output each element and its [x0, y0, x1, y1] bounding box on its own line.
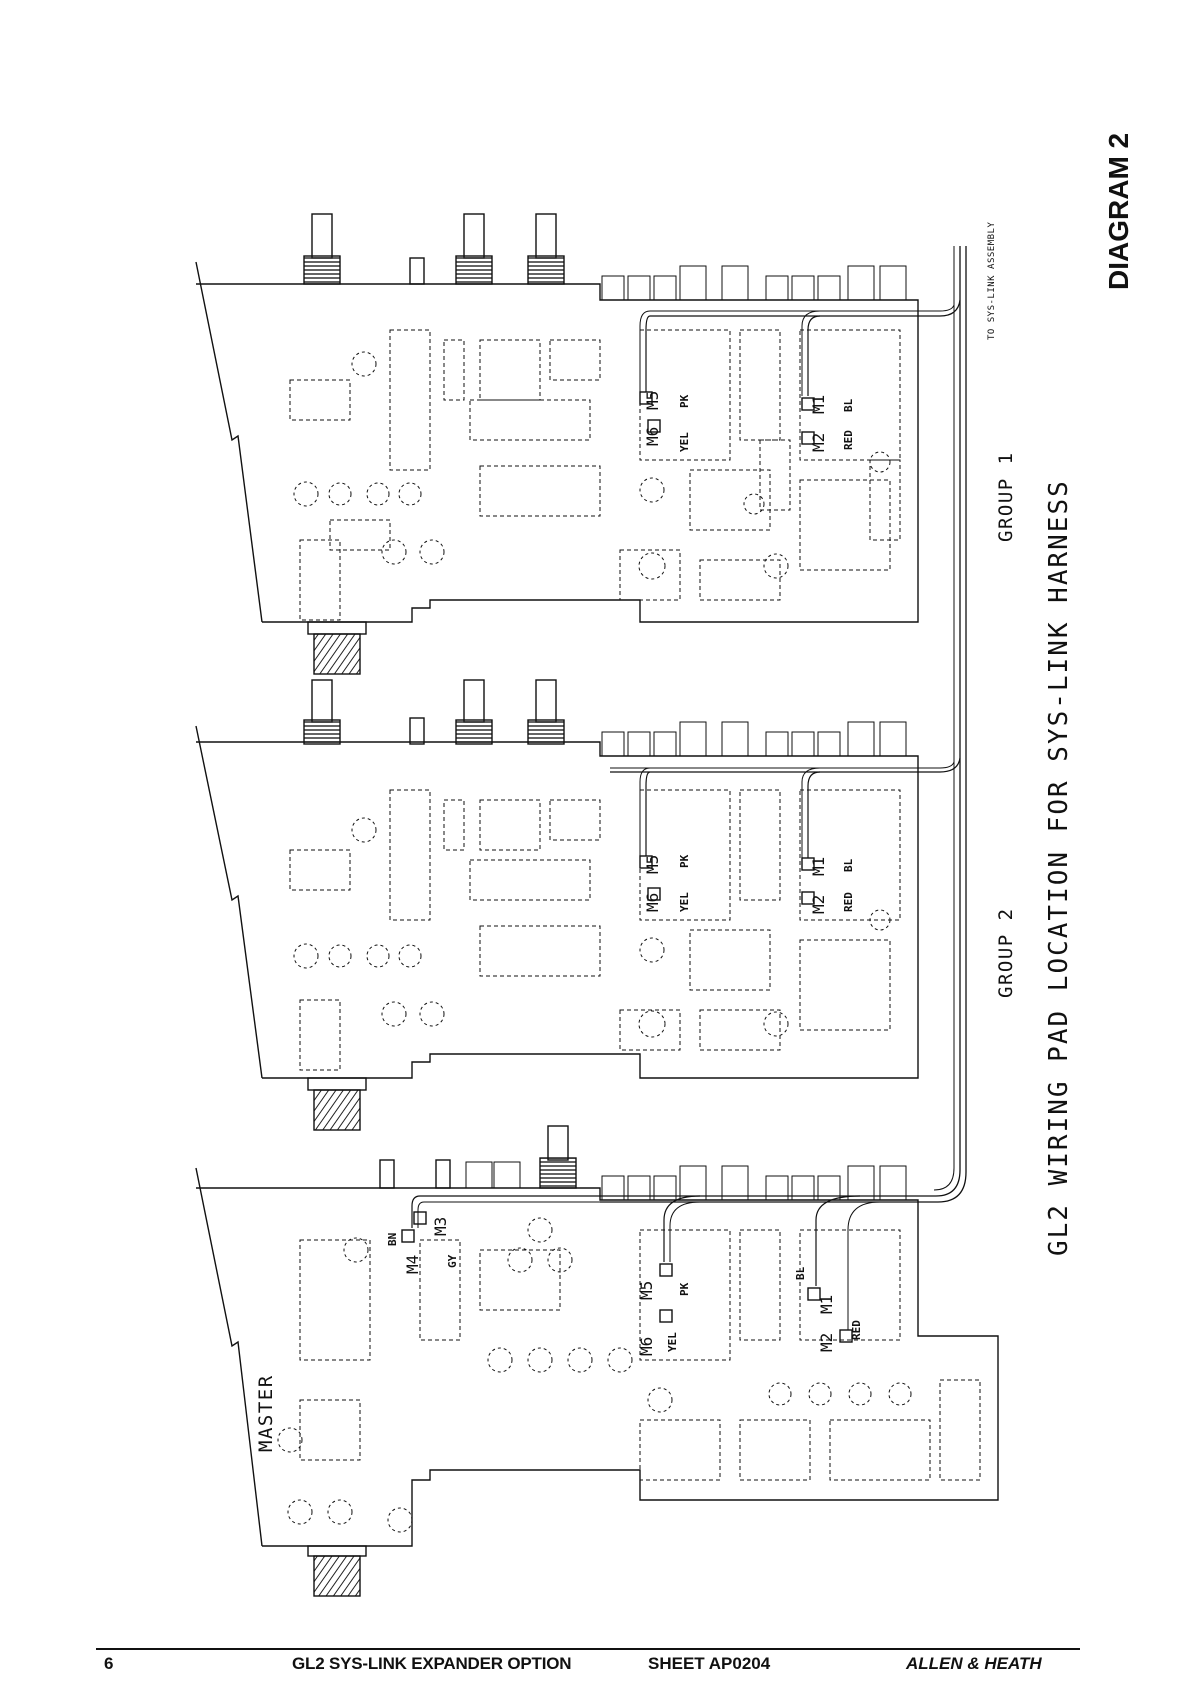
group2-pad-m2: M2: [809, 895, 828, 914]
group1-pad-m5: M5: [643, 391, 662, 410]
doc-title: GL2 SYS-LINK EXPANDER OPTION: [292, 1654, 571, 1674]
group2-pad-m6: M6: [643, 893, 662, 912]
master-jack: [314, 1556, 360, 1596]
master-wire-pk: PK: [678, 1282, 691, 1296]
group1-pad-m2: M2: [809, 433, 828, 452]
group1-wire-yel: YEL: [678, 432, 691, 452]
diagram-title: GL2 WIRING PAD LOCATION FOR SYS-LINK HAR…: [1044, 479, 1074, 1256]
page-number: 6: [104, 1654, 113, 1674]
group2-pad-m5: M5: [643, 855, 662, 874]
master-pad-m2: M2: [817, 1333, 836, 1352]
group2-wire-red: RED: [842, 892, 855, 912]
to-assembly-note: TO SYS-LINK ASSEMBLY: [987, 222, 997, 340]
master-wire-bl: BL: [794, 1266, 807, 1280]
harness-trunk: [600, 246, 966, 1202]
master-pad-m6: M6: [637, 1337, 656, 1356]
master-pad-m3: M3: [431, 1217, 450, 1236]
diagram-heading: DIAGRAM 2: [1103, 133, 1134, 290]
sheet-reference: SHEET AP0204: [648, 1654, 770, 1674]
master-pad-m4: M4: [403, 1255, 422, 1274]
group2-wire-yel: YEL: [678, 892, 691, 912]
group2-wire-pk: PK: [678, 854, 691, 868]
master-pad-m1: M1: [817, 1295, 836, 1314]
master-wire-red: RED: [850, 1320, 863, 1340]
master-pots: [380, 1126, 576, 1188]
group1-wire-red: RED: [842, 430, 855, 450]
group1-jack: [314, 634, 360, 674]
group1-wire-bl: BL: [842, 398, 855, 412]
group1-label: GROUP 1: [995, 451, 1017, 542]
master-wire-bn: BN: [386, 1233, 399, 1246]
footer-rule: [96, 1648, 1080, 1650]
company-name: ALLEN & HEATH: [906, 1654, 1042, 1674]
group1-pad-m1: M1: [809, 395, 828, 414]
master-wire-yel: YEL: [666, 1332, 679, 1352]
group2-label: GROUP 2: [995, 907, 1017, 998]
master-pad-m5: M5: [637, 1281, 656, 1300]
master-label: MASTER: [255, 1374, 277, 1452]
group1-pots: [304, 214, 564, 284]
group2-pots: [304, 680, 564, 744]
master-wire-gy: GY: [446, 1254, 459, 1268]
group2-pad-m1: M1: [809, 857, 828, 876]
group1-pad-m6: M6: [643, 427, 662, 446]
group1-wire-pk: PK: [678, 394, 691, 408]
group2-jack: [314, 1090, 360, 1130]
group2-wire-bl: BL: [842, 858, 855, 872]
